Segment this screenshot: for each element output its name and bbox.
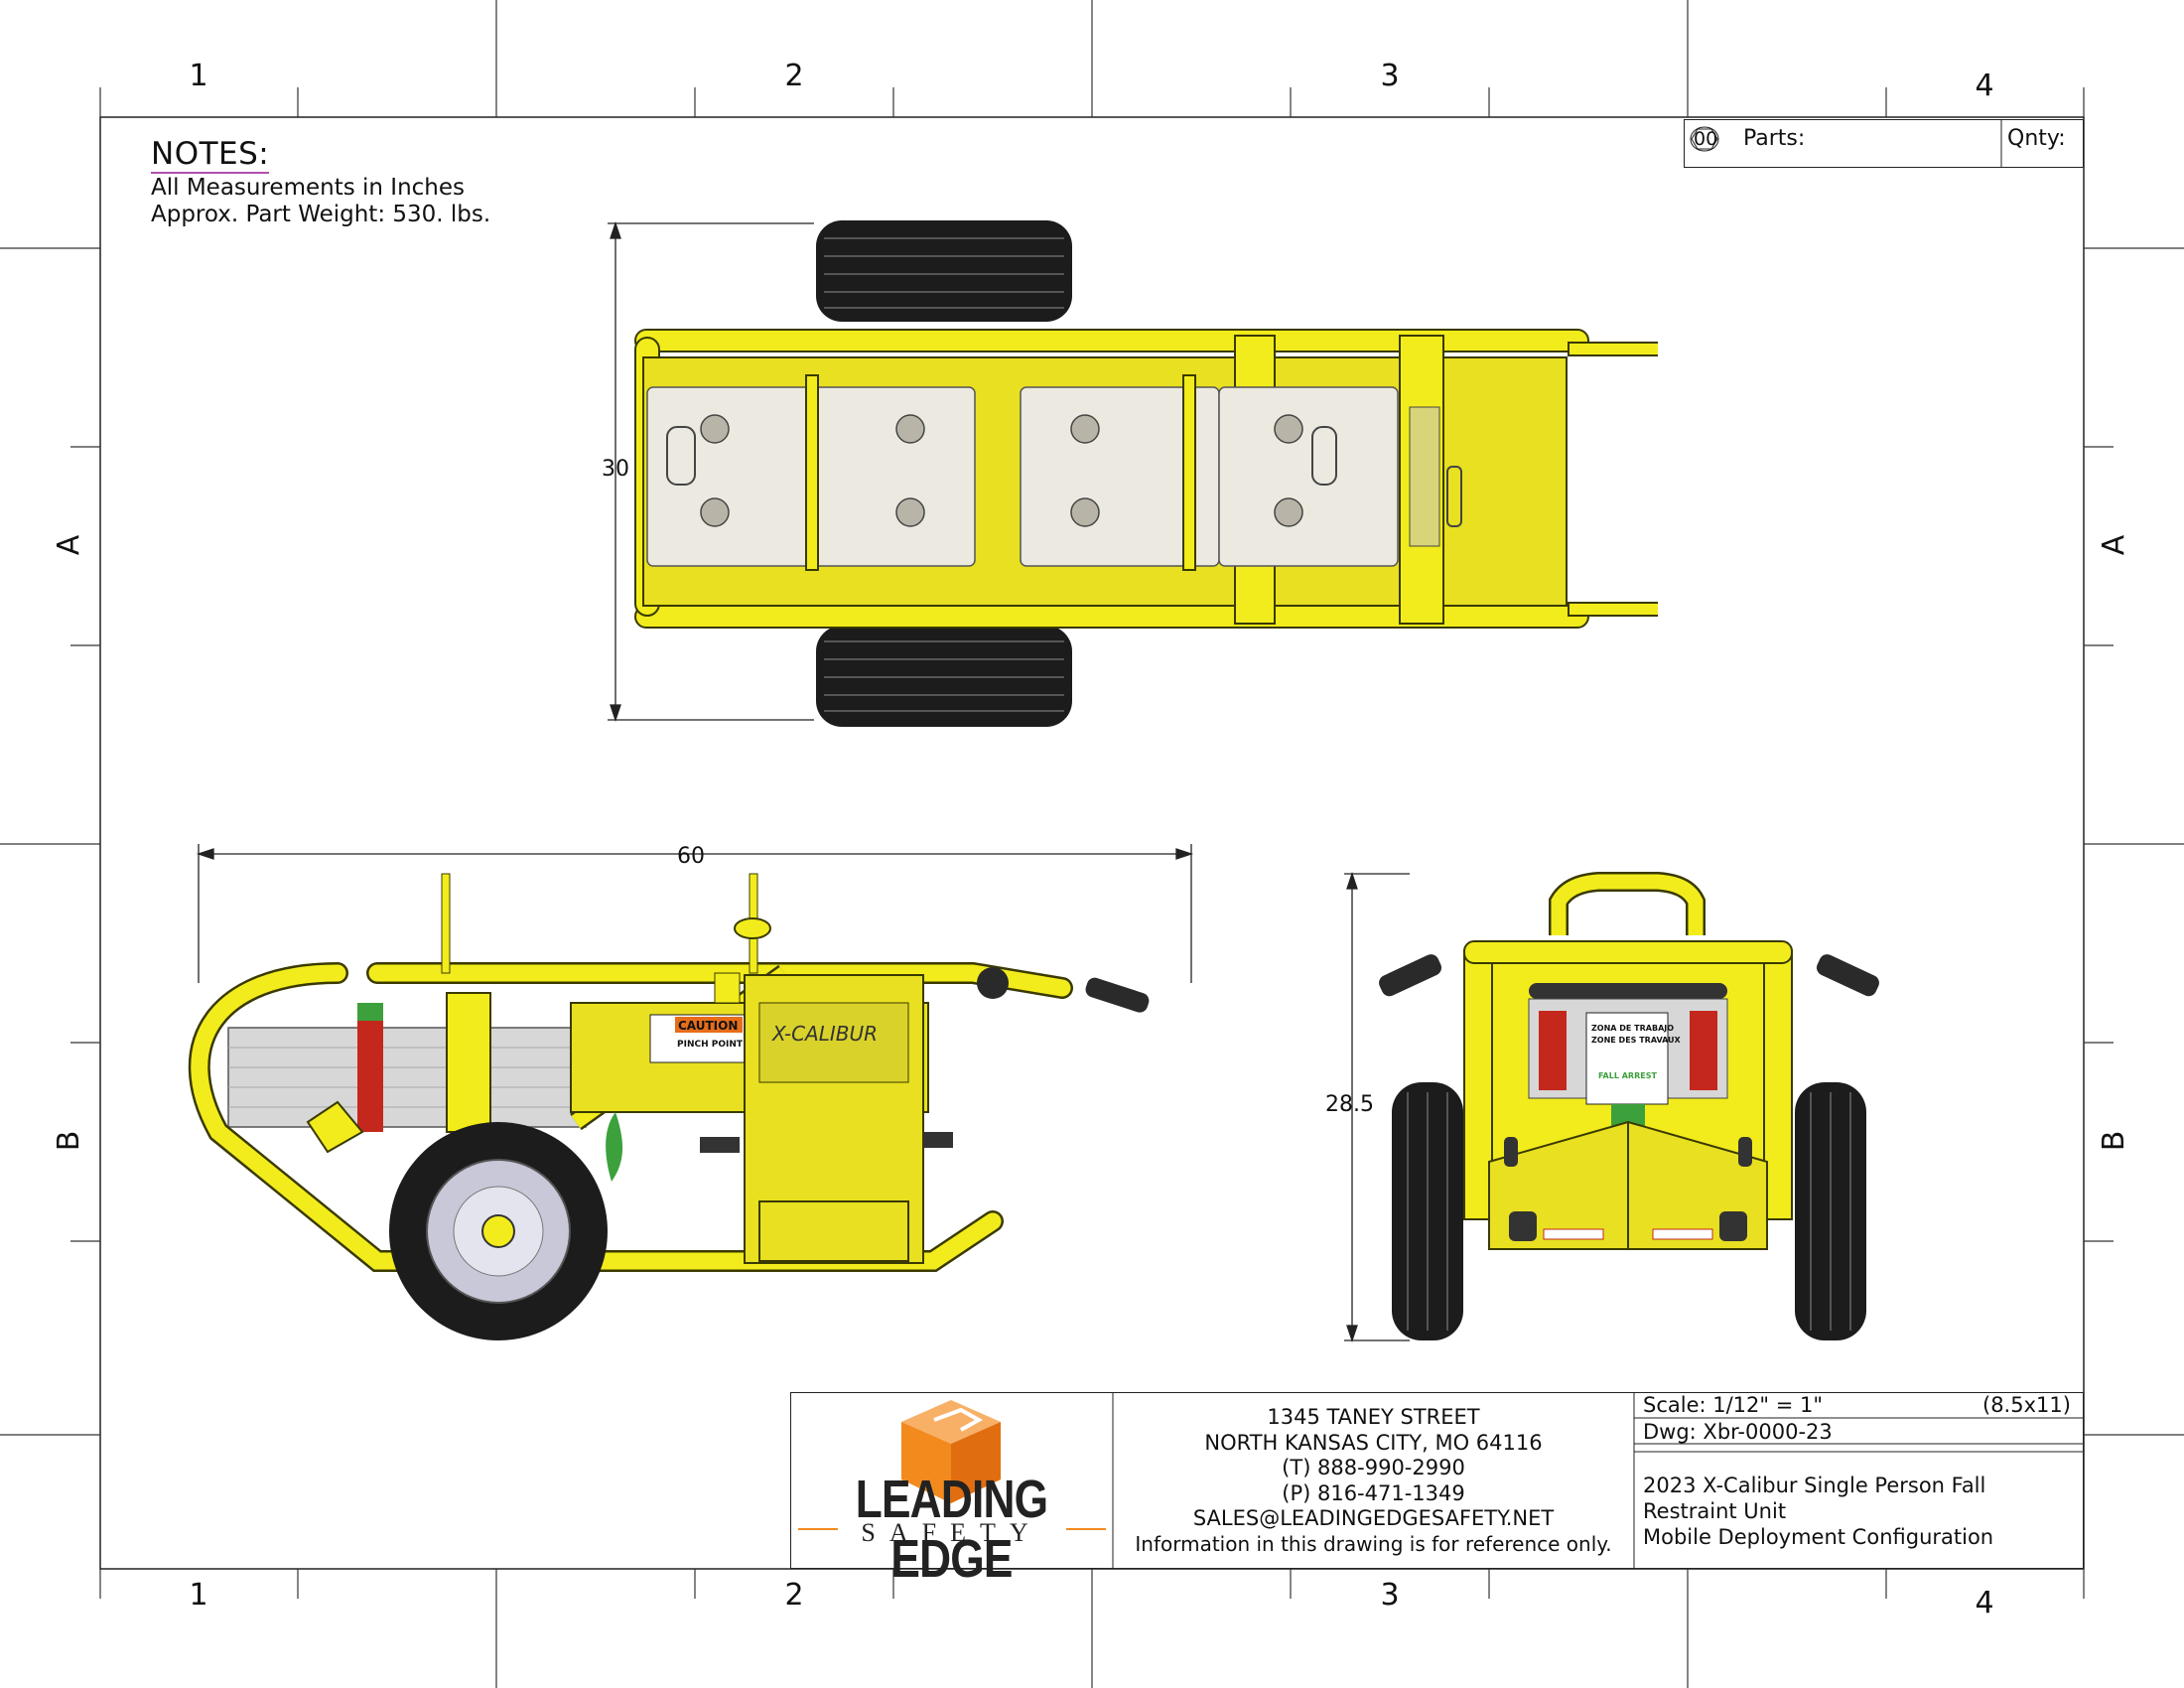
pinch-point-label: PINCH POINT: [677, 1040, 744, 1050]
address-city: NORTH KANSAS CITY, MO 64116: [1204, 1430, 1543, 1455]
parts-balloon-number: 00: [1694, 128, 1718, 150]
parts-label: Parts:: [1743, 126, 1806, 151]
zone-col-1-top: 1: [189, 59, 208, 93]
zone-col-4-bottom: 4: [1975, 1586, 1994, 1620]
zone-row-a-right: A: [2097, 534, 2131, 556]
side-view: CAUTION PINCH POINT X-CALIBUR: [188, 844, 1194, 1340]
zone-col-1-bottom: 1: [189, 1578, 208, 1613]
notes-title: NOTES:: [151, 136, 270, 174]
caution-label: CAUTION: [678, 1019, 738, 1033]
leading-edge-logo-icon: [901, 1400, 1001, 1503]
top-wheel-lower: [816, 626, 1072, 727]
address-phone-t: (T) 888-990-2990: [1282, 1456, 1465, 1479]
zone-row-a-left: A: [52, 534, 86, 556]
description-line-1: 2023 X-Calibur Single Person Fall: [1643, 1474, 1986, 1497]
description-block: 2023 X-Calibur Single Person Fall Restra…: [1643, 1473, 1993, 1550]
dim-side-length-label: 60: [677, 844, 705, 869]
zone-col-4-top: 4: [1975, 69, 1994, 103]
dim-top-width-label: 30: [602, 457, 629, 482]
dim-side-length: [196, 844, 1194, 983]
front-view: ZONA DE TRABAJO ZONE DES TRAVAUX FALL AR…: [1344, 871, 1879, 1343]
description-line-2: Restraint Unit: [1643, 1499, 1787, 1523]
address-street: 1345 TANEY STREET: [1267, 1405, 1480, 1429]
address-disclaimer: Information in this drawing is for refer…: [1135, 1531, 1612, 1556]
ballast-pads: [646, 386, 1399, 567]
scale-label: Scale: 1/12" = 1": [1643, 1393, 1824, 1417]
zone-col-3-top: 3: [1380, 59, 1400, 93]
address-block: 1345 TANEY STREET NORTH KANSAS CITY, MO …: [1113, 1405, 1634, 1557]
zone-col-2-top: 2: [784, 59, 804, 93]
dim-front-height: [1344, 871, 1410, 1343]
work-zone-fr-label: ZONE DES TRAVAUX: [1591, 1036, 1682, 1045]
notes-line-units: All Measurements in Inches: [151, 175, 466, 201]
logo-text-bottom: SAFETY: [861, 1518, 1042, 1547]
dim-front-height-label: 28.5: [1325, 1092, 1374, 1117]
description-line-3: Mobile Deployment Configuration: [1643, 1525, 1994, 1549]
side-wheel: [389, 1122, 608, 1340]
parts-table: [1684, 119, 2084, 168]
top-wheel-upper: [816, 220, 1072, 322]
logo-text-top: LEADING EDGE: [855, 1470, 1048, 1589]
zone-row-b-left: B: [52, 1130, 86, 1152]
top-view: [608, 220, 1658, 727]
address-phone-p: (P) 816-471-1349: [1282, 1480, 1465, 1505]
work-zone-label: ZONA DE TRABAJO: [1591, 1024, 1674, 1033]
zone-row-b-right: B: [2097, 1130, 2131, 1152]
qty-label: Qnty:: [2007, 126, 2066, 151]
notes-line-weight: Approx. Part Weight: 530. lbs.: [151, 202, 491, 227]
paper-size: (8.5x11): [1982, 1393, 2071, 1417]
drawing-number: Dwg: Xbr-0000-23: [1643, 1420, 1833, 1444]
zone-col-3-bottom: 3: [1380, 1578, 1400, 1613]
fall-arrest-label: FALL ARREST: [1598, 1071, 1657, 1080]
brand-mark: X-CALIBUR: [771, 1022, 878, 1046]
dim-top-width: [608, 220, 814, 723]
title-block: [790, 1392, 2084, 1569]
address-email: SALES@LEADINGEDGESAFETY.NET: [1192, 1506, 1555, 1530]
zone-col-2-bottom: 2: [784, 1578, 804, 1613]
